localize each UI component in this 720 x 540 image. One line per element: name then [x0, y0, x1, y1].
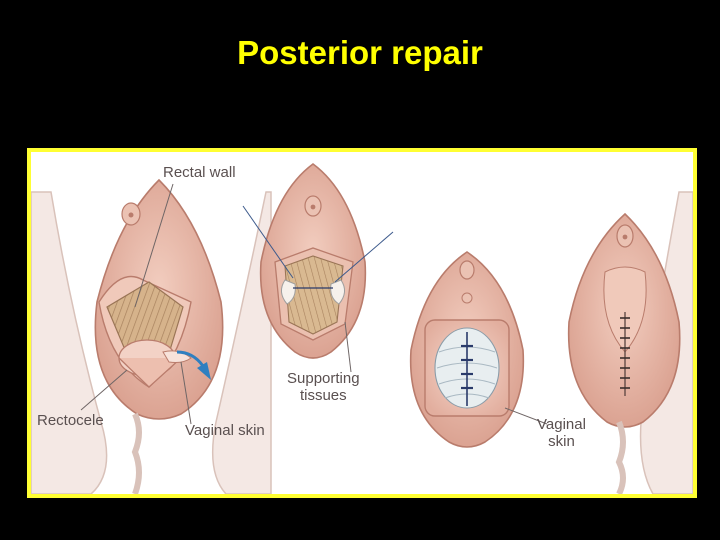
- posterior-repair-illustration: [31, 163, 693, 494]
- label-rectal-wall: Rectal wall: [163, 164, 236, 181]
- panel-sutured-tissues: [409, 251, 548, 448]
- label-rectocele: Rectocele: [37, 412, 104, 429]
- illustration-frame: Rectal wall Rectocele Vaginal skin Suppo…: [27, 148, 697, 498]
- label-supporting-tissues: Supporting tissues: [287, 370, 360, 405]
- slide-title: Posterior repair: [237, 34, 483, 71]
- label-vaginal-skin-right: Vaginal skin: [537, 416, 586, 451]
- panel-supporting-tissues: [242, 163, 394, 373]
- panel-rectocele: [31, 178, 272, 494]
- label-vaginal-skin-left: Vaginal skin: [185, 422, 265, 439]
- panel-closed-skin: [567, 191, 693, 494]
